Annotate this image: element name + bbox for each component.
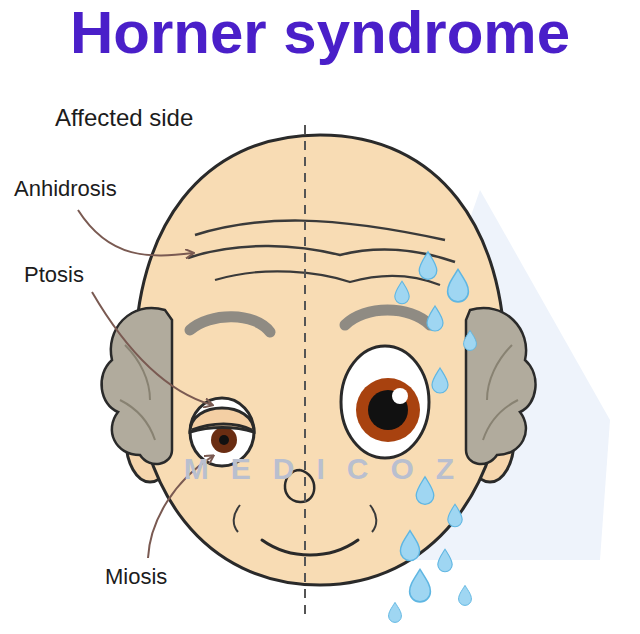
sign-label: Ptosis	[24, 262, 84, 288]
leader-line	[92, 292, 212, 405]
watermark: MEDICOZ	[184, 452, 476, 486]
leader-line	[78, 210, 193, 255]
title-text: Horner syndrome	[70, 0, 570, 67]
sign-label: Anhidrosis	[14, 176, 117, 202]
side-label: Affected side	[55, 104, 193, 132]
sign-label: Miosis	[105, 564, 167, 590]
